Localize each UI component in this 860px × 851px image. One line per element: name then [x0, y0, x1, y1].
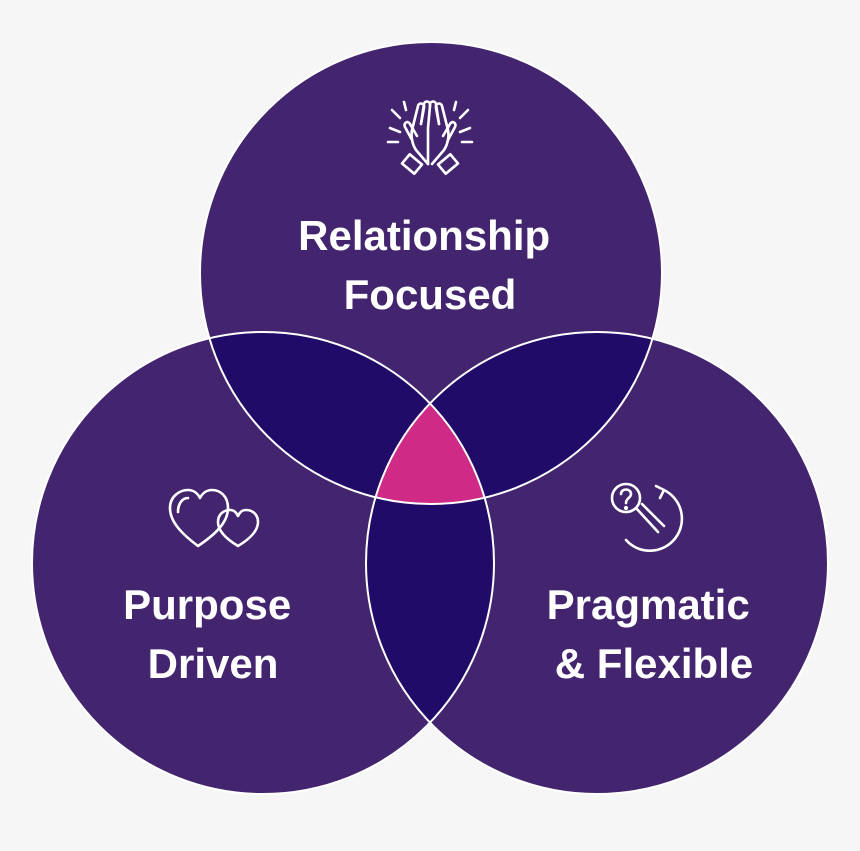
- label-pragmatic-flexible: Pragmatic & Flexible: [547, 581, 762, 687]
- label-purpose-driven: Purpose Driven: [123, 581, 303, 687]
- outline-right: [365, 331, 829, 795]
- overlap-top-left: [200, 332, 494, 504]
- label-relationship-line-2: Focused: [344, 271, 517, 318]
- outline-left: [31, 331, 495, 795]
- hearts-icon: [168, 488, 260, 548]
- high-five-icon: [386, 100, 474, 176]
- label-purpose-line-1: Purpose: [123, 581, 291, 628]
- label-purpose-line-2: Driven: [148, 640, 279, 687]
- label-relationship-line-1: Relationship: [298, 212, 550, 259]
- overlap-top-right: [366, 332, 662, 504]
- search-question-icon: [610, 482, 684, 553]
- outline-top: [199, 41, 663, 505]
- label-relationship-focused: Relationship Focused: [298, 212, 562, 318]
- label-pragmatic-line-1: Pragmatic: [547, 581, 750, 628]
- label-pragmatic-line-2: & Flexible: [555, 640, 753, 687]
